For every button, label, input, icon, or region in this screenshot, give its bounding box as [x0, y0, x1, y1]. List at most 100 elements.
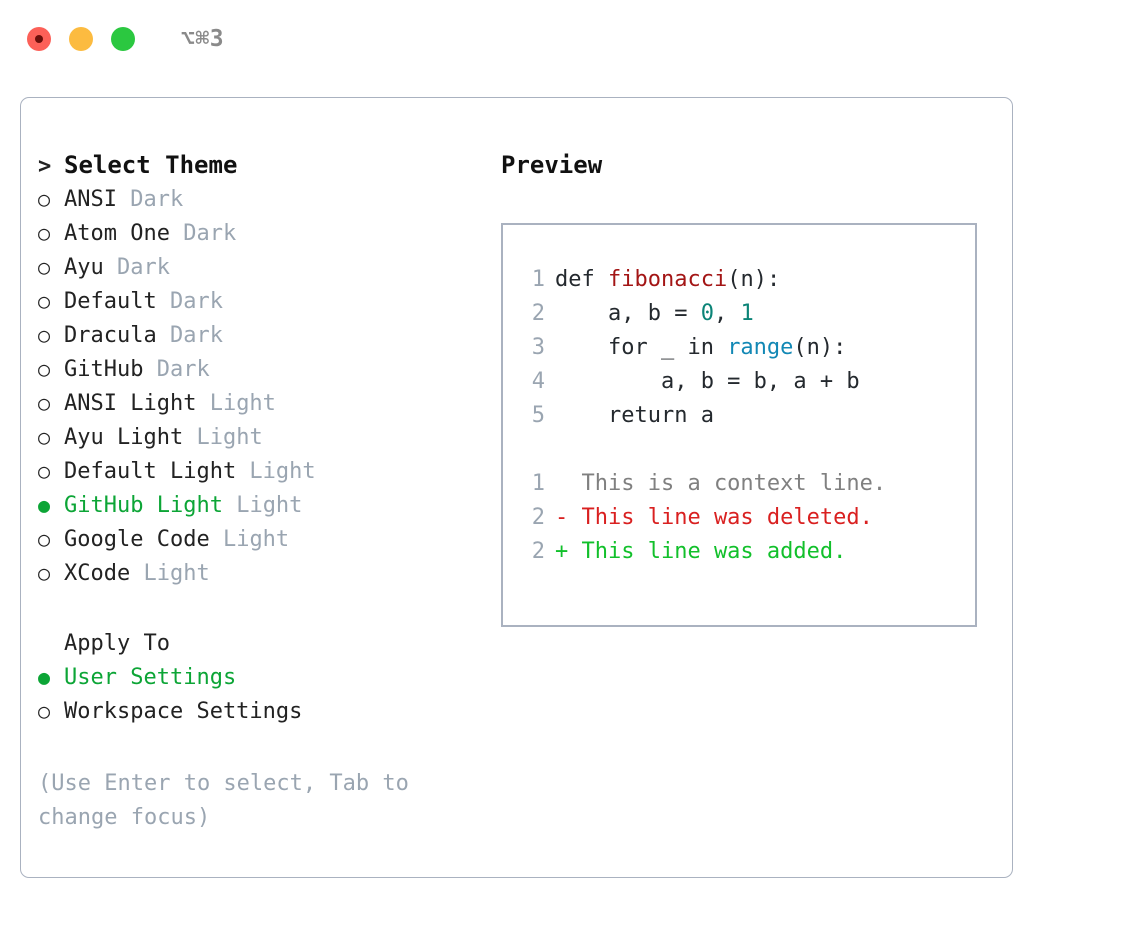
code-token-builtin: range — [727, 335, 794, 360]
title-bar: ⌥⌘3 — [0, 0, 1140, 78]
theme-variant-badge: Dark — [143, 357, 210, 382]
theme-variant-badge: Dark — [156, 289, 223, 314]
dialog-panel: > Select Theme ○ANSI Dark○Atom One Dark○… — [20, 97, 1013, 878]
apply-to-label: User Settings — [64, 665, 237, 690]
code-token-plain: , — [713, 301, 741, 326]
theme-name: Google Code — [64, 527, 210, 552]
apply-to-header: Apply To — [38, 631, 478, 665]
code-text: return a — [555, 403, 714, 428]
apply-to-option[interactable]: ○ Workspace Settings — [38, 699, 478, 733]
line-number: 3 — [531, 335, 545, 360]
minimize-button[interactable] — [69, 27, 93, 51]
radio-unselected-icon: ○ — [38, 357, 51, 381]
radio-unselected-icon: ○ — [38, 289, 51, 313]
code-text: def fibonacci(n): — [555, 267, 780, 292]
radio-unselected-icon: ○ — [38, 323, 51, 347]
radio-selected-icon: ● — [38, 665, 51, 689]
code-token-plain: (n): — [793, 335, 847, 360]
theme-variant-badge: Dark — [169, 221, 237, 246]
line-number: 2 — [531, 539, 545, 564]
radio-unselected-icon: ○ — [38, 527, 51, 551]
apply-to-spacer — [38, 631, 64, 665]
preview-title: Preview — [501, 151, 603, 179]
diff-line: 2+ This line was added. — [515, 539, 975, 573]
code-line: 1 def fibonacci(n): — [515, 267, 975, 301]
code-line: 3 for _ in range(n): — [515, 335, 975, 369]
theme-list-item[interactable]: ○Ayu Light Light — [38, 425, 478, 459]
theme-variant-badge: Dark — [156, 323, 223, 348]
diff-text-context: This is a context line. — [555, 471, 887, 496]
line-number: 2 — [531, 505, 545, 530]
theme-list-item[interactable]: ○GitHub Dark — [38, 357, 478, 391]
theme-name: Ayu — [64, 255, 104, 280]
radio-unselected-icon: ○ — [38, 187, 51, 211]
theme-list-item[interactable]: ○ Atom One Dark — [38, 221, 478, 255]
code-line: 5 return a — [515, 403, 975, 437]
apply-to-list: ● User Settings ○ Workspace Settings — [38, 665, 478, 733]
radio-unselected-icon: ○ — [38, 699, 51, 723]
code-diff-spacer — [515, 437, 975, 471]
theme-list-item[interactable]: ○ Dracula Dark — [38, 323, 478, 357]
code-token-plain: return a — [555, 403, 714, 428]
code-token-num: 1 — [740, 301, 754, 326]
theme-list-item[interactable]: ○ ANSI Dark — [38, 187, 478, 221]
radio-unselected-icon: ○ — [38, 459, 51, 483]
theme-name: Ayu Light — [64, 425, 184, 450]
theme-variant-badge: Light — [209, 527, 290, 552]
theme-variant-badge: Light — [183, 425, 263, 450]
code-text: a, b = b, a + b — [555, 369, 860, 394]
keyboard-shortcut-label: ⌥⌘3 — [181, 25, 225, 52]
theme-name: Atom One — [64, 221, 170, 246]
code-text: a, b = 0, 1 — [555, 301, 754, 326]
theme-list-item[interactable]: ○XCode Light — [38, 561, 478, 595]
theme-variant-badge: Light — [222, 493, 303, 518]
apply-to-label: Workspace Settings — [64, 699, 303, 724]
theme-list-item[interactable]: ○Default Light Light — [38, 459, 478, 493]
theme-variant-badge: Light — [196, 391, 276, 416]
theme-list: ○ANSI Dark○Atom One Dark○Ayu Dark○Defaul… — [38, 187, 478, 595]
diff-line: 1 This is a context line. — [515, 471, 975, 505]
line-number: 5 — [531, 403, 545, 428]
apply-to-option[interactable]: ● User Settings — [38, 665, 478, 699]
maximize-button[interactable] — [111, 27, 135, 51]
code-line: 2 a, b = 0, 1 — [515, 301, 975, 335]
line-number: 2 — [531, 301, 545, 326]
select-theme-header: > Select Theme — [38, 151, 478, 187]
theme-list-item[interactable]: ○ANSI Light Light — [38, 391, 478, 425]
apply-to-title: Apply To — [64, 631, 170, 656]
theme-list-item[interactable]: ○ Google Code Light — [38, 527, 478, 561]
code-token-plain: a, b = — [555, 301, 701, 326]
prompt-caret-icon: > — [38, 154, 52, 179]
theme-list-item[interactable]: ○ Default Dark — [38, 289, 478, 323]
code-token-num: 0 — [700, 301, 714, 326]
keyboard-hint-text: (Use Enter to select, Tab to change focu… — [38, 771, 409, 830]
line-number: 1 — [531, 267, 545, 292]
code-text: for _ in range(n): — [555, 335, 846, 360]
theme-variant-badge: Light — [236, 459, 316, 484]
code-token-plain: (n): — [727, 267, 781, 292]
theme-selector-column: > Select Theme ○ANSI Dark○Atom One Dark○… — [38, 151, 478, 835]
theme-list-item[interactable]: ● GitHub Light Light — [38, 493, 478, 527]
radio-unselected-icon: ○ — [38, 221, 51, 245]
radio-selected-icon: ● — [38, 493, 51, 517]
close-button[interactable] — [27, 27, 51, 51]
diff-sample: 1 This is a context line.2- This line wa… — [515, 471, 975, 573]
radio-unselected-icon: ○ — [38, 561, 51, 585]
theme-name: GitHub Light — [64, 493, 223, 518]
theme-name: Default — [64, 289, 157, 314]
diff-line: 2- This line was deleted. — [515, 505, 975, 539]
theme-name: ANSI Light — [64, 391, 197, 416]
theme-variant-badge: Dark — [103, 255, 170, 280]
line-number: 1 — [531, 471, 545, 496]
theme-variant-badge: Dark — [116, 187, 184, 212]
window-controls — [27, 27, 135, 51]
theme-list-item[interactable]: ○Ayu Dark — [38, 255, 478, 289]
code-token-func: fibonacci — [607, 267, 728, 292]
theme-name: Dracula — [64, 323, 157, 348]
select-theme-title: Select Theme — [64, 151, 238, 179]
theme-name: ANSI — [64, 187, 117, 212]
